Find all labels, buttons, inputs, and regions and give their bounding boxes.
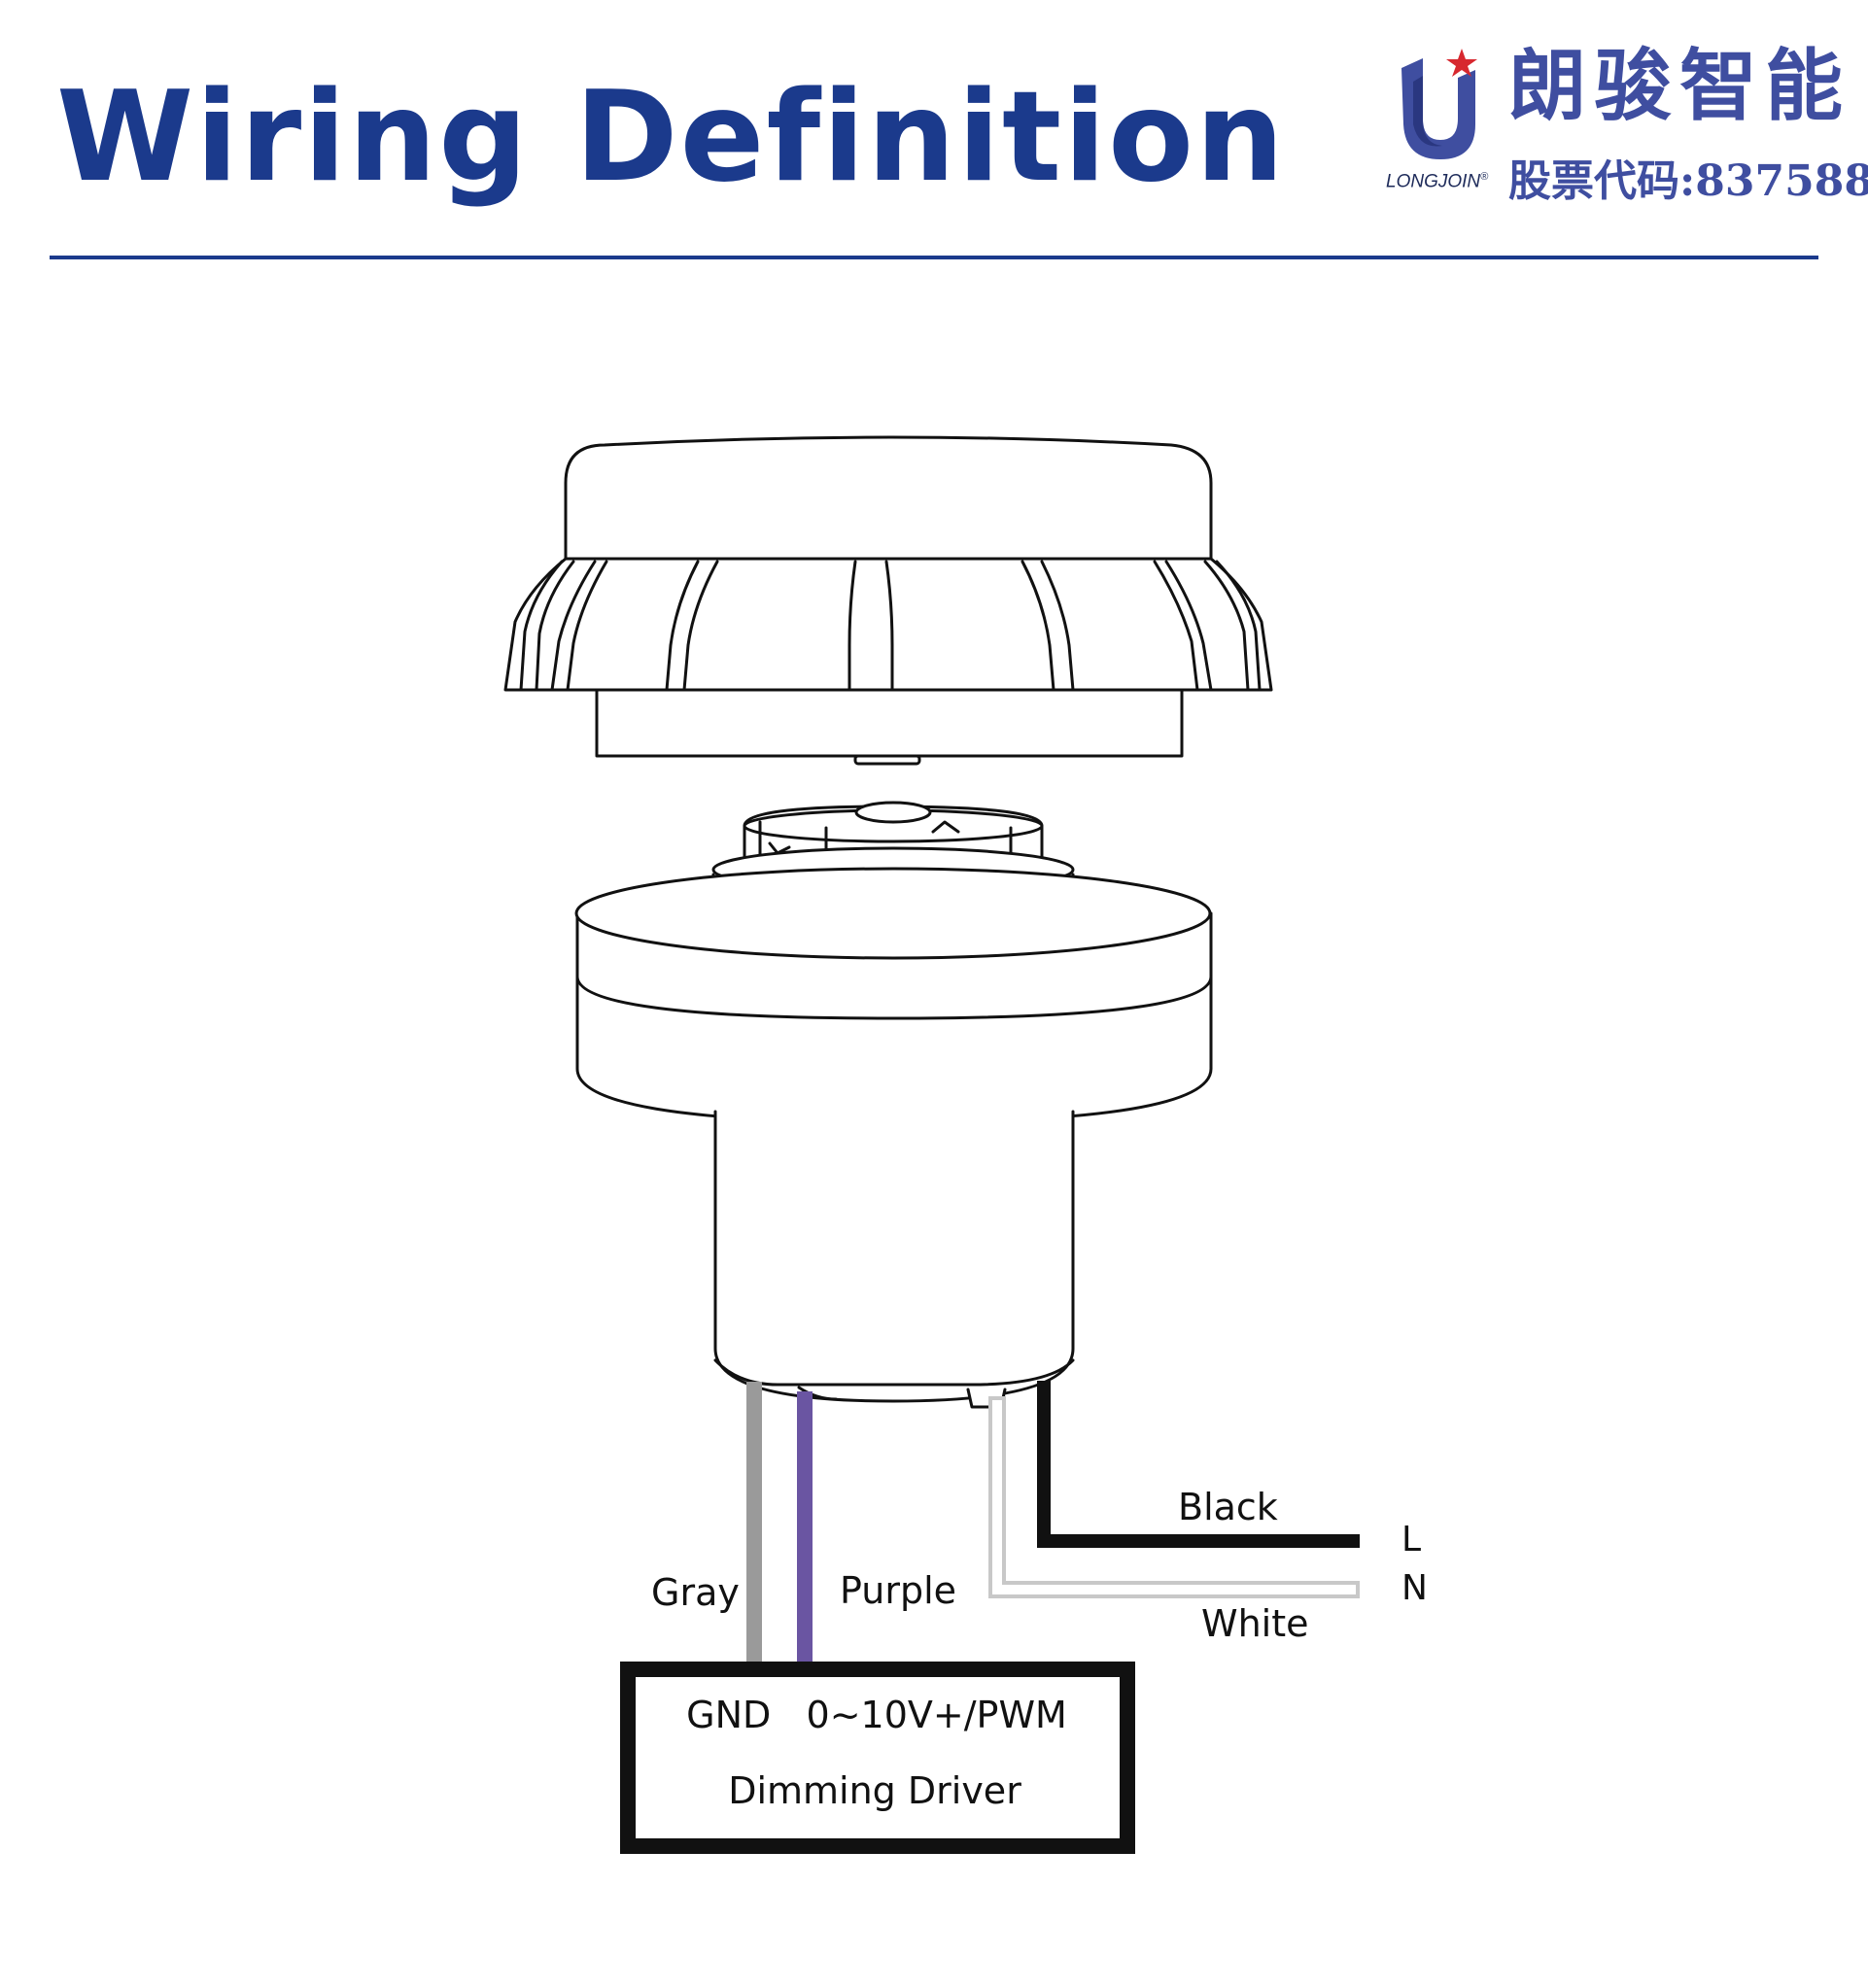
red-star-icon (1446, 49, 1477, 77)
company-logo: LONGJOIN® 朗骏智能 股票代码:837588 (1380, 43, 1868, 206)
stock-code: 股票代码:837588 (1508, 156, 1868, 206)
wire-label-white: White (1201, 1602, 1309, 1645)
dimming-driver: GND 0~10V+/PWM Dimming Driver (620, 1662, 1135, 1854)
driver-name-label: Dimming Driver (728, 1769, 1021, 1812)
wire-label-black: Black (1178, 1486, 1278, 1528)
brand-name-en: LONGJOIN® (1386, 171, 1489, 192)
terminal-label-line: L (1401, 1520, 1421, 1560)
black-wire (1037, 1381, 1360, 1548)
white-wire (988, 1396, 1360, 1598)
driver-terminals-label: GND 0~10V+/PWM (686, 1694, 1067, 1736)
page-title: Wiring Definition (56, 65, 1287, 210)
header-divider (50, 256, 1818, 259)
sensor-receptacle (574, 801, 1213, 1409)
wire-label-purple: Purple (840, 1569, 956, 1612)
sensor-cap (503, 435, 1273, 766)
terminal-label-neutral: N (1401, 1568, 1428, 1608)
longjoin-logo-icon (1401, 49, 1477, 159)
wire-label-gray: Gray (651, 1571, 740, 1614)
brand-name-cn: 朗骏智能 (1508, 40, 1851, 131)
